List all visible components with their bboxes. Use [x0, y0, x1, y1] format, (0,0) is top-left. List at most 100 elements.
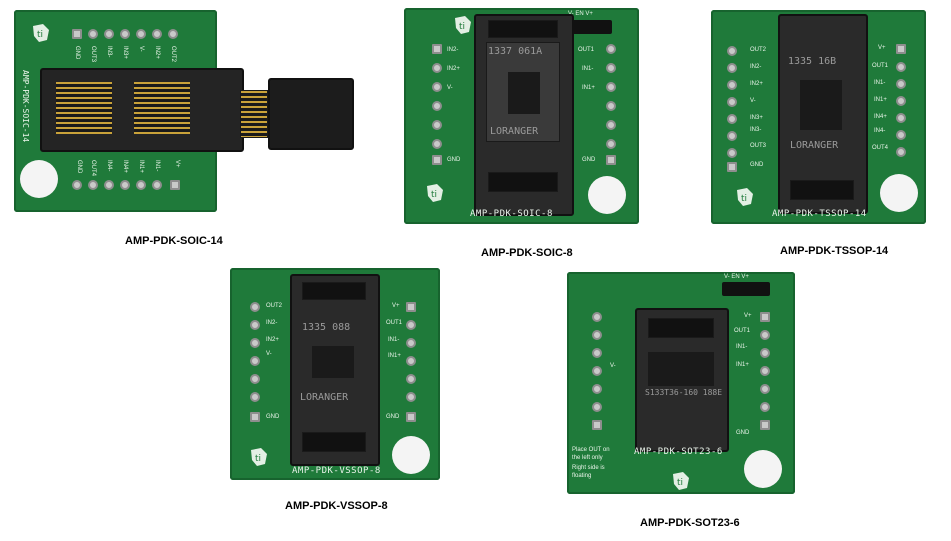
pin: [432, 63, 442, 73]
socket-clip: [302, 282, 366, 300]
pin: [406, 338, 416, 348]
socket-cavity: [648, 352, 714, 386]
caption-tssop14: AMP-PDK-TSSOP-14: [780, 245, 889, 257]
pin: [727, 46, 737, 56]
pin: [88, 180, 98, 190]
silk-vplus: V+: [744, 313, 752, 319]
silk-gnd-r: GND: [386, 414, 400, 420]
svg-text:ti: ti: [677, 478, 683, 488]
silk-gnd: GND: [750, 162, 764, 168]
pin: [104, 29, 114, 39]
silk-in2m: IN2-: [266, 320, 278, 326]
pin: [250, 356, 260, 366]
silk-out3: OUT3: [90, 46, 96, 63]
pin: [727, 63, 737, 73]
pin: [592, 402, 602, 412]
pin: [606, 139, 616, 149]
silk-in1p: IN1+: [138, 160, 144, 173]
pin: [432, 120, 442, 130]
pin: [170, 180, 180, 190]
silk-out1: OUT1: [578, 47, 595, 53]
socket-brand: LORANGER: [790, 140, 839, 151]
silk-gnd: GND: [266, 414, 280, 420]
pin: [432, 82, 442, 92]
svg-text:ti: ti: [741, 194, 747, 204]
silk-in2p: IN2+: [447, 66, 460, 72]
sot23-note-3: Right side is: [572, 465, 605, 471]
soic14-side-label: AMP-PDK-SOIC-14: [21, 70, 30, 143]
silk-in3p: IN3+: [750, 115, 763, 121]
silk-in4p: IN4+: [122, 160, 128, 173]
pin: [606, 44, 616, 54]
socket-clip: [488, 20, 558, 38]
pin: [432, 139, 442, 149]
svg-text:ti: ti: [431, 190, 437, 200]
silk-vminus: V-: [750, 98, 756, 104]
svg-text:ti: ti: [37, 30, 43, 40]
pin: [592, 420, 602, 430]
pin: [760, 420, 770, 430]
pin: [592, 384, 602, 394]
silk-vplus: V+: [878, 45, 886, 51]
pin: [432, 101, 442, 111]
socket-clip: [790, 180, 854, 200]
silk-in1p: IN1+: [874, 97, 887, 103]
pin: [592, 330, 602, 340]
pin: [104, 180, 114, 190]
latch-contacts: [240, 90, 268, 138]
pin: [606, 120, 616, 130]
silk-in1p: IN1+: [582, 85, 595, 91]
pin: [896, 96, 906, 106]
caption-soic14: AMP-PDK-SOIC-14: [125, 235, 223, 247]
socket-marking: 1335 088: [302, 322, 351, 333]
pin: [250, 412, 260, 422]
pin: [606, 82, 616, 92]
sot23-note-1: Place OUT on: [572, 447, 610, 453]
pin: [152, 29, 162, 39]
pin: [760, 384, 770, 394]
pin: [760, 402, 770, 412]
pin: [406, 320, 416, 330]
silk-in1p: IN1+: [388, 353, 401, 359]
silk-vplus: V+: [392, 303, 400, 309]
pin: [760, 330, 770, 340]
silk-gnd: GND: [447, 157, 461, 163]
pin: [72, 29, 82, 39]
silk-in3m: IN3-: [750, 127, 762, 133]
pin: [406, 356, 416, 366]
pin: [592, 366, 602, 376]
pin: [727, 148, 737, 158]
silk-in4m: IN4-: [106, 160, 112, 172]
silk-vplus: V+: [174, 160, 180, 168]
socket-brand: LORANGER: [490, 126, 539, 137]
pin: [727, 97, 737, 107]
silk-out4: OUT4: [90, 160, 96, 177]
socket-cavity: [800, 80, 842, 130]
pin: [250, 302, 260, 312]
socket-cavity: [312, 346, 354, 378]
pin: [606, 155, 616, 165]
mount-hole: [392, 436, 430, 474]
silk-out1: OUT1: [734, 328, 751, 334]
pin: [896, 79, 906, 89]
pin: [606, 63, 616, 73]
silk-in4m: IN4-: [874, 128, 886, 134]
pin: [406, 392, 416, 402]
silk-in2p: IN2+: [750, 81, 763, 87]
ti-logo-icon: ti: [670, 470, 692, 492]
silk-vminus: V-: [610, 363, 616, 369]
caption-soic8: AMP-PDK-SOIC-8: [481, 247, 573, 259]
socket-latch: [268, 78, 354, 150]
pin: [406, 412, 416, 422]
enable-jumper[interactable]: [722, 282, 770, 296]
socket-contacts: [134, 82, 190, 134]
pin: [760, 348, 770, 358]
pin: [727, 162, 737, 172]
soic8-bottom-label: AMP-PDK-SOIC-8: [470, 209, 553, 219]
enable-jumper[interactable]: [570, 20, 612, 34]
silk-in1m: IN1-: [388, 337, 400, 343]
silk-gnd: GND: [736, 430, 750, 436]
silk-out1: OUT1: [872, 63, 889, 69]
silk-in1p: IN1+: [736, 362, 749, 368]
silk-in3m: IN3-: [106, 46, 112, 58]
